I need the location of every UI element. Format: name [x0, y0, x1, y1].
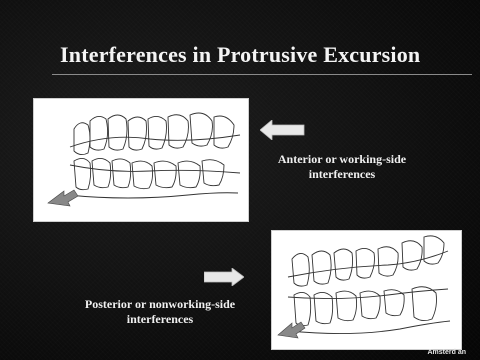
- title-divider: [52, 74, 472, 75]
- slide-title: Interferences in Protrusive Excursion: [60, 42, 470, 68]
- teeth-diagram-posterior: [271, 230, 462, 350]
- caption-posterior-line1: Posterior or nonworking-side: [60, 297, 260, 312]
- right-arrow-icon: [204, 268, 244, 286]
- teeth-diagram-anterior: [33, 98, 249, 222]
- caption-anterior-line1: Anterior or working-side: [262, 152, 422, 167]
- caption-anterior-line2: interferences: [262, 167, 422, 182]
- caption-posterior: Posterior or nonworking-side interferenc…: [60, 297, 260, 327]
- credit-text: Amsterd an: [427, 349, 466, 356]
- left-arrow-icon: [260, 120, 306, 140]
- caption-anterior: Anterior or working-side interferences: [262, 152, 422, 182]
- caption-posterior-line2: interferences: [60, 312, 260, 327]
- teeth-drawing-anterior: [34, 99, 248, 221]
- teeth-drawing-posterior: [272, 231, 461, 349]
